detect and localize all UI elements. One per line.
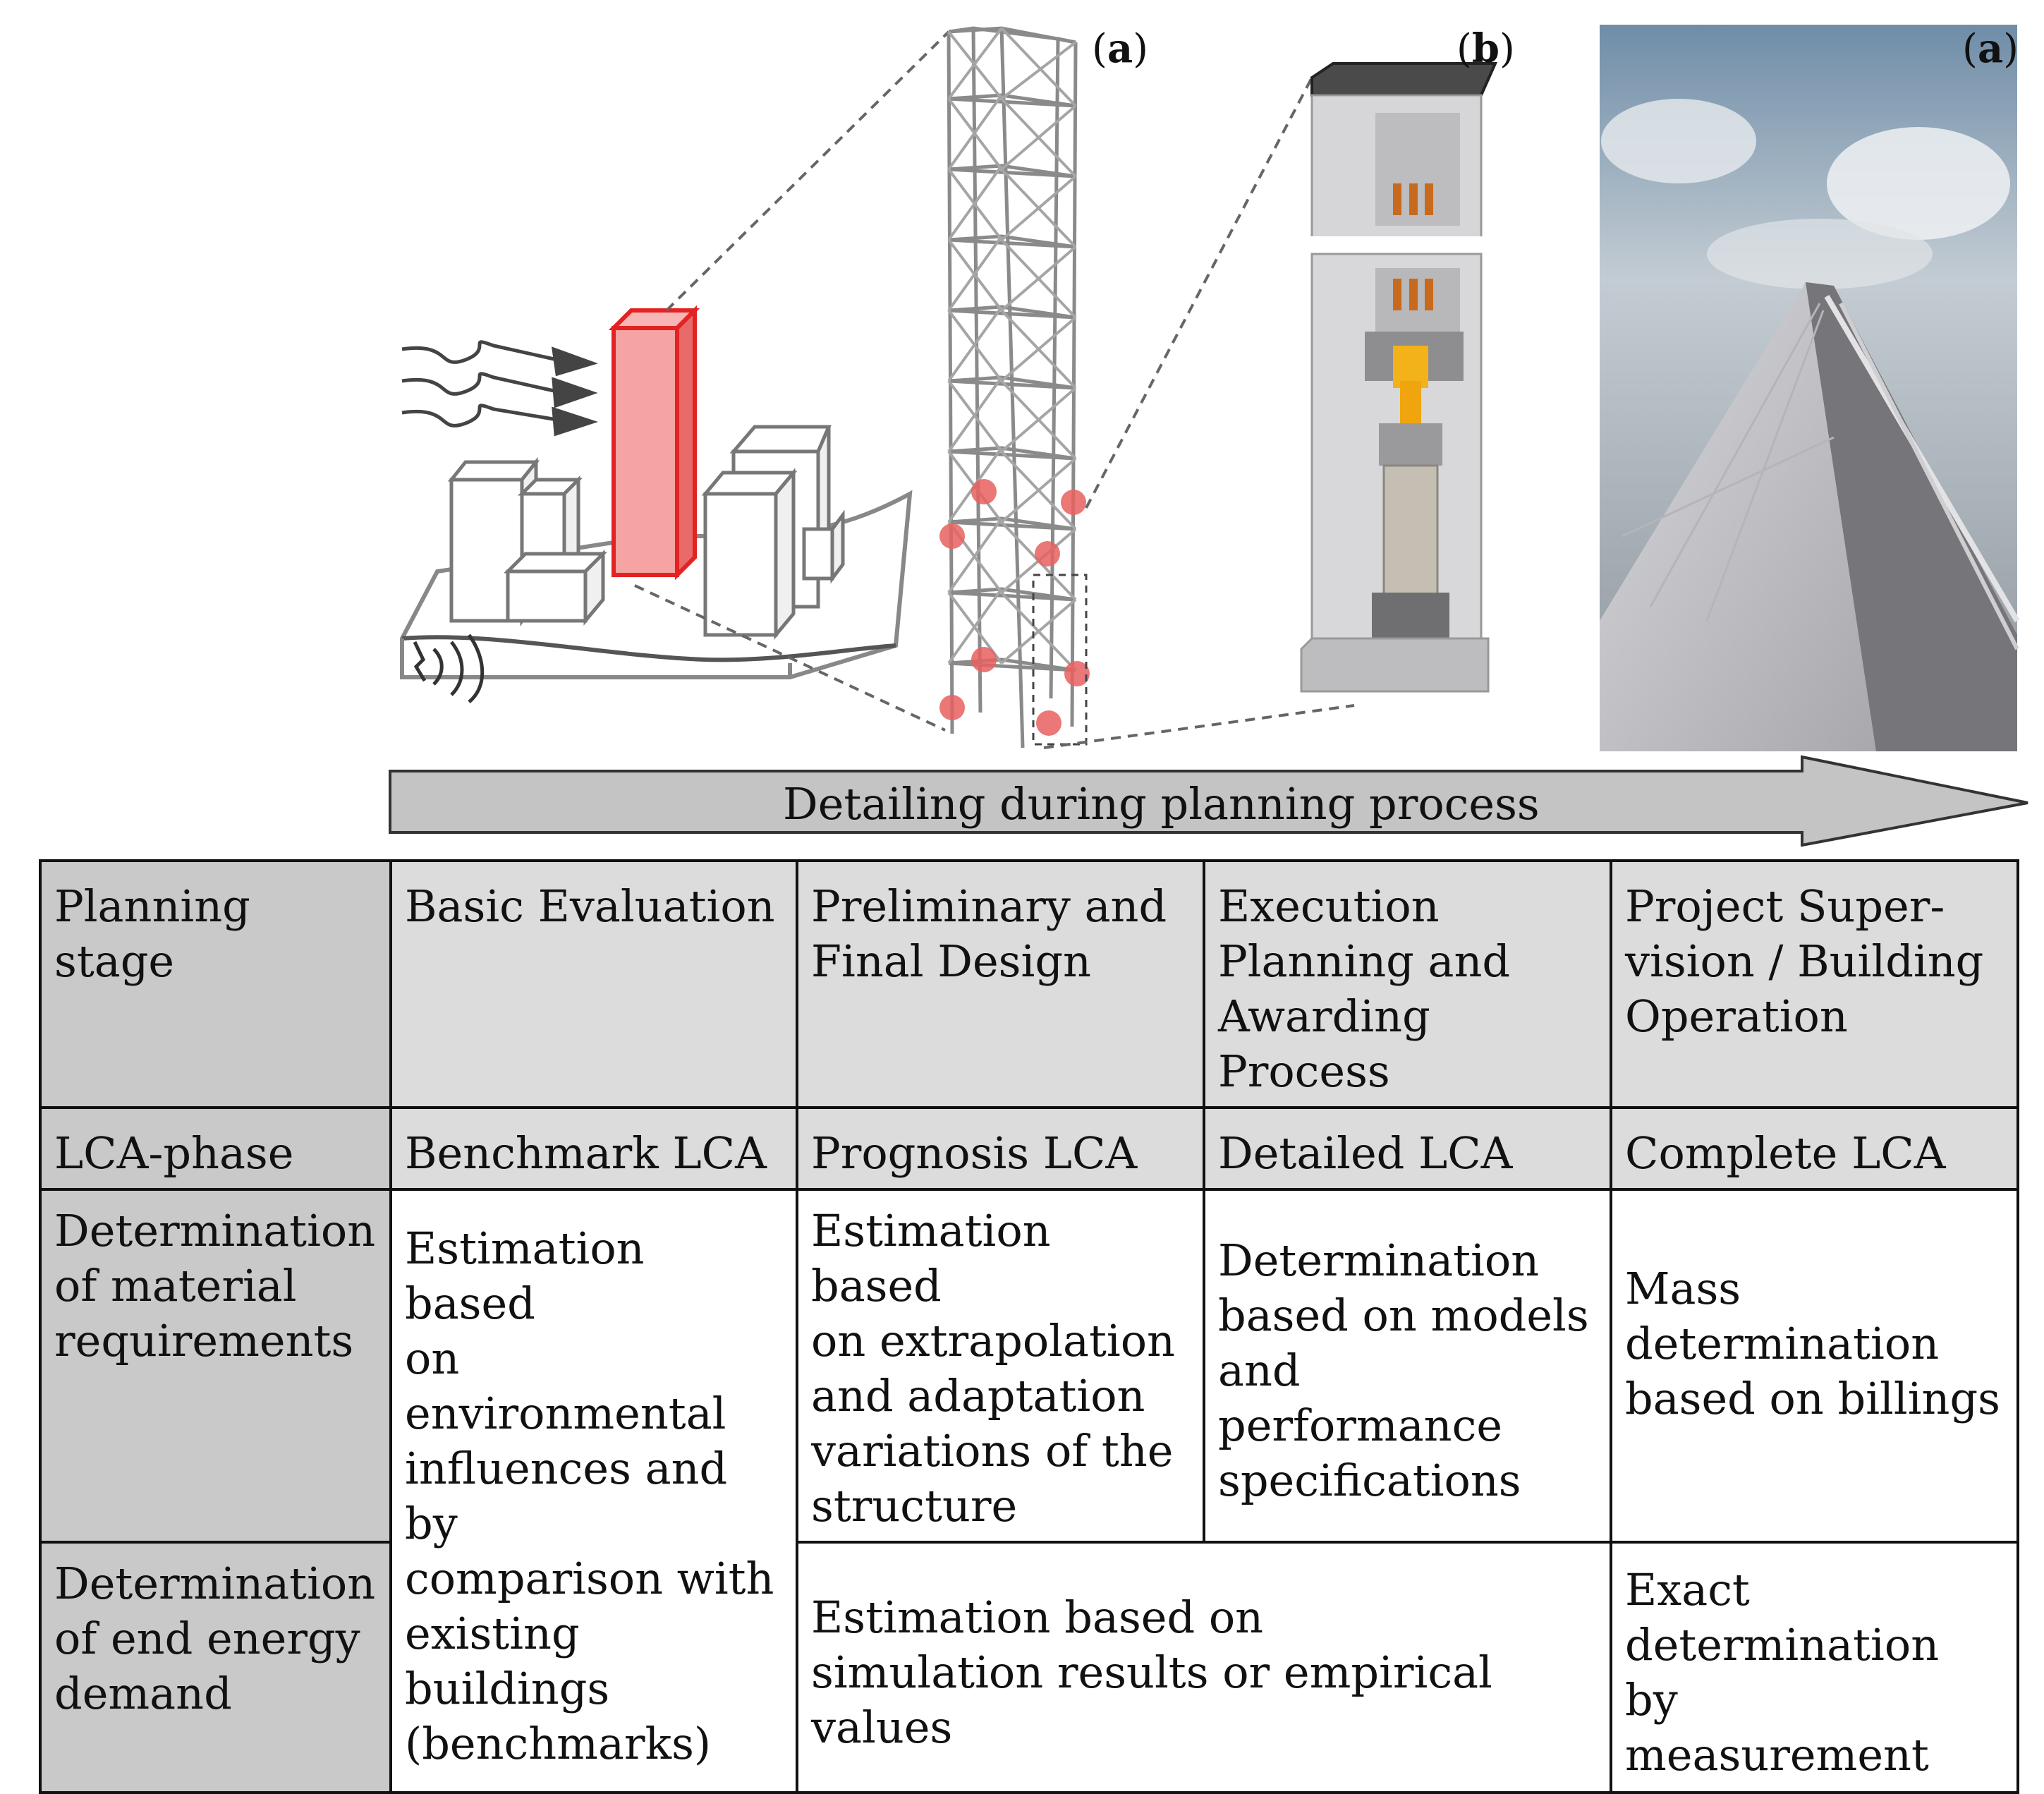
phase-prognosis-lca: Prognosis LCA xyxy=(796,1106,1205,1191)
city-model-illustration xyxy=(400,30,950,732)
supervision-energy-method: Exact determination by measurement xyxy=(1610,1541,2019,1794)
panel-label-b: (b) xyxy=(1456,25,1515,72)
row-header-material-requirements: Determination of material requirements xyxy=(39,1188,392,1544)
illustration-area: (a) (b) (a) xyxy=(400,25,2020,751)
lca-phase-row: LCA-phase Benchmark LCA Prognosis LCA De… xyxy=(39,1106,2019,1191)
preliminary-material-method: Estimation based on extrapolation and ad… xyxy=(796,1188,1205,1544)
planning-stage-row: Planning stage Basic Evaluation Prelimin… xyxy=(39,859,2019,1109)
actuator-column-illustration xyxy=(1298,62,1498,693)
tower-rendering-photo xyxy=(1600,25,2020,751)
material-requirements-row: Determination of material requirements E… xyxy=(39,1188,2019,1794)
wind-arrows xyxy=(401,340,599,437)
end-energy-demand-row: Determination of end energy demand Estim… xyxy=(39,1541,2019,1794)
supervision-material-method: Mass determination based on billings xyxy=(1610,1188,2019,1544)
stage-execution-planning: Execution Planning and Awarding Process xyxy=(1203,859,1612,1109)
panel-label-a-truss: (a) xyxy=(1092,25,1148,72)
energy-estimation-method: Estimation based on simulation results o… xyxy=(796,1541,1612,1794)
lca-planning-table: Planning stage Basic Evaluation Prelimin… xyxy=(39,859,2019,1794)
stage-project-supervision: Project Super- vision / Building Operati… xyxy=(1610,859,2019,1109)
red-tower xyxy=(608,305,700,581)
panel-label-a-photo: (a) xyxy=(1962,25,2019,72)
basic-evaluation-method: Estimation based on environmental influe… xyxy=(389,1188,798,1794)
process-arrow-label: Detailing during planning process xyxy=(783,778,1540,830)
phase-complete-lca: Complete LCA xyxy=(1610,1106,2019,1191)
sensor-points xyxy=(939,479,1090,736)
row-header-lca-phase: LCA-phase xyxy=(39,1106,392,1191)
stage-preliminary-final-design: Preliminary and Final Design xyxy=(796,859,1205,1109)
row-header-end-energy-demand: Determination of end energy demand xyxy=(39,1541,392,1794)
process-arrow xyxy=(389,755,2028,847)
row-header-planning-stage: Planning stage xyxy=(39,859,392,1109)
phase-benchmark-lca: Benchmark LCA xyxy=(389,1106,798,1191)
execution-material-method: Determination based on models and perfor… xyxy=(1203,1188,1612,1544)
phase-detailed-lca: Detailed LCA xyxy=(1203,1106,1612,1191)
stage-basic-evaluation: Basic Evaluation xyxy=(389,859,798,1109)
truss-tower-illustration xyxy=(939,26,1090,748)
